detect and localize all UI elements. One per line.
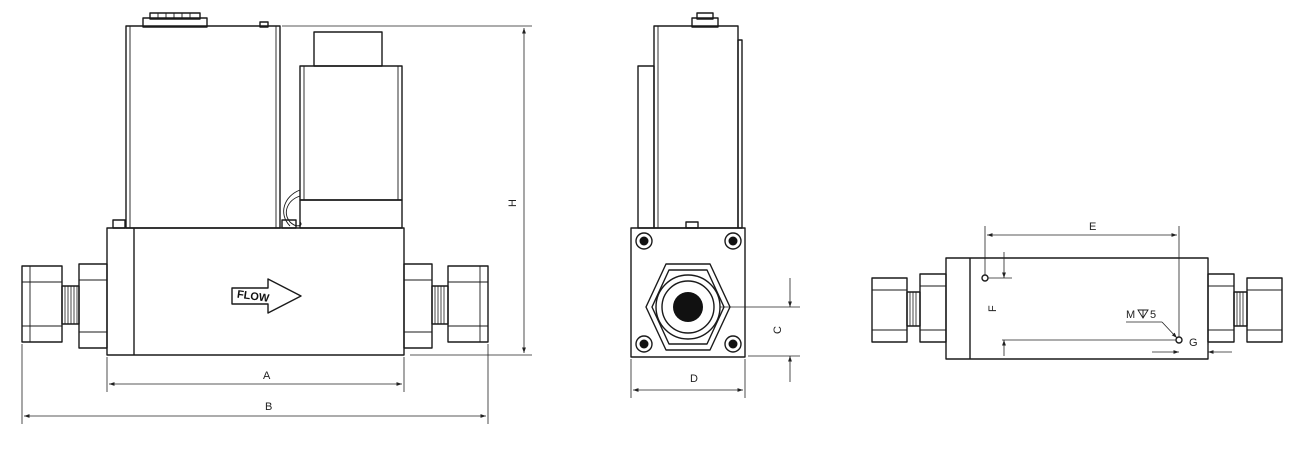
right-fitting bbox=[403, 263, 489, 349]
flow-arrow: FLOW bbox=[231, 278, 302, 314]
dimension-c-label: C bbox=[772, 326, 784, 334]
side-body bbox=[630, 227, 746, 358]
bottom-left-fitting bbox=[871, 273, 947, 343]
dimension-e-label: E bbox=[1089, 221, 1096, 233]
dimension-f: F bbox=[987, 252, 1176, 356]
bottom-right-fitting bbox=[1207, 273, 1283, 343]
electronics-housing bbox=[125, 25, 281, 229]
dimension-b: B bbox=[21, 344, 489, 424]
dimension-h: H bbox=[282, 25, 532, 356]
hex-port bbox=[645, 263, 731, 351]
thread-depth-label: 5 bbox=[1150, 309, 1156, 321]
left-fitting bbox=[21, 263, 108, 349]
dimension-g-label: G bbox=[1189, 337, 1198, 349]
side-view: C D bbox=[630, 12, 800, 398]
bottom-view: E F G M 5 bbox=[871, 221, 1283, 360]
dimension-b-label: B bbox=[265, 401, 272, 413]
corner-bolts bbox=[635, 232, 742, 353]
dimension-f-label: F bbox=[987, 305, 999, 312]
thread-callout: M 5 bbox=[1126, 309, 1178, 339]
dimension-g: G bbox=[1152, 337, 1232, 358]
front-view: FLOW bbox=[21, 12, 532, 424]
dimension-a-label: A bbox=[263, 370, 271, 382]
dimension-d-label: D bbox=[690, 373, 698, 385]
thread-note-label: M bbox=[1126, 309, 1135, 321]
dimension-c: C bbox=[720, 278, 800, 382]
mounting-hole-1 bbox=[981, 274, 989, 282]
dimension-h-label: H bbox=[507, 199, 519, 207]
dimension-a: A bbox=[106, 357, 405, 392]
dimension-e: E bbox=[984, 221, 1180, 337]
flow-arrow-label: FLOW bbox=[236, 289, 270, 305]
d-sub-connector bbox=[142, 12, 269, 28]
valve-coil bbox=[283, 31, 403, 229]
dimension-d: D bbox=[630, 359, 746, 398]
